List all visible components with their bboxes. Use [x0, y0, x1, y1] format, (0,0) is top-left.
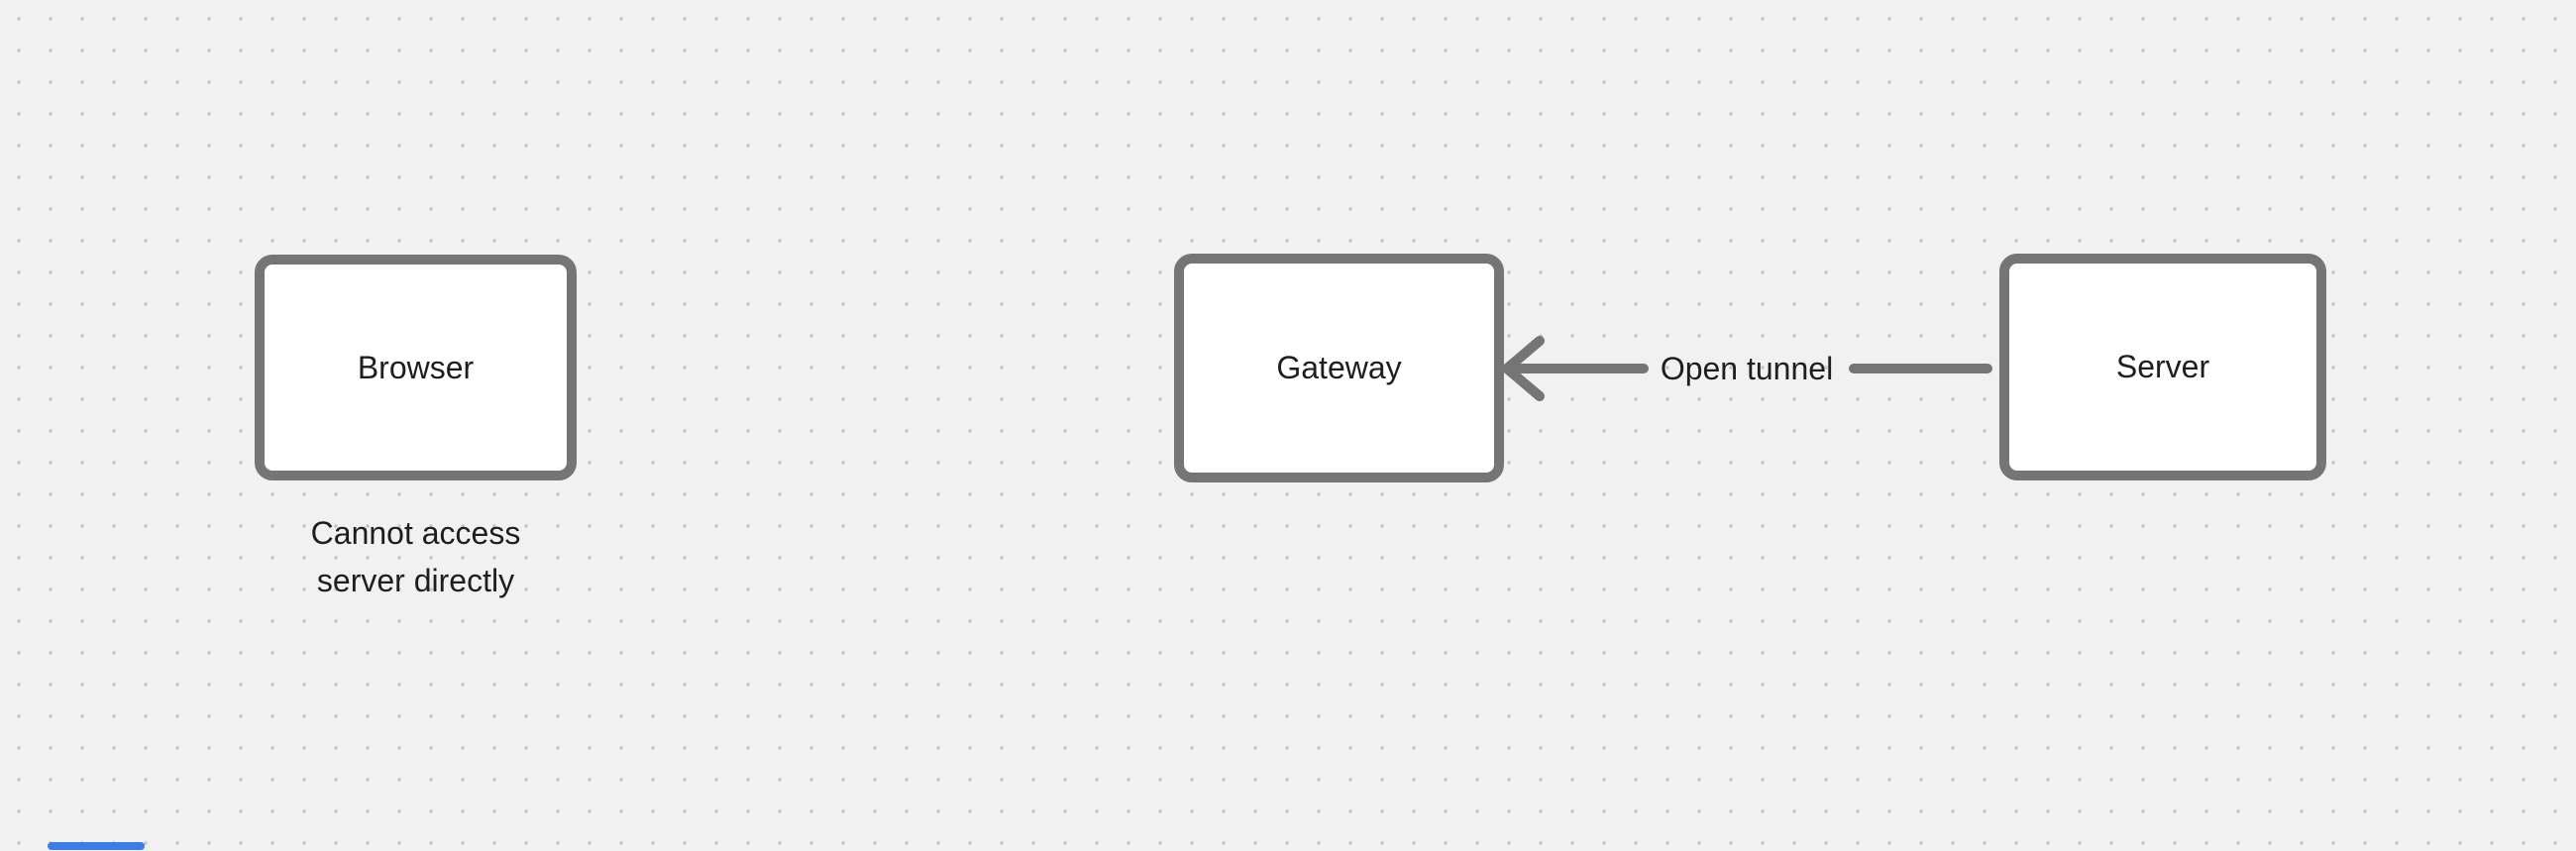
horizontal-scrollbar[interactable] — [48, 842, 145, 850]
note-line-1: Cannot access — [310, 515, 521, 551]
note-line-2: server directly — [316, 563, 515, 598]
edge-label-open-tunnel[interactable]: Open tunnel — [1660, 351, 1834, 386]
note-cannot-access-server[interactable]: Cannot access server directly — [255, 509, 577, 604]
node-browser-label: Browser — [357, 349, 475, 385]
arrow-server-to-gateway[interactable] — [1486, 327, 2001, 416]
node-gateway-label: Gateway — [1276, 350, 1402, 385]
node-server[interactable]: Server — [1999, 254, 2326, 480]
node-server-label: Server — [2115, 349, 2210, 384]
node-gateway[interactable]: Gateway — [1174, 254, 1504, 482]
node-browser[interactable]: Browser — [255, 255, 577, 480]
arrowhead-left-icon — [1502, 336, 1545, 401]
